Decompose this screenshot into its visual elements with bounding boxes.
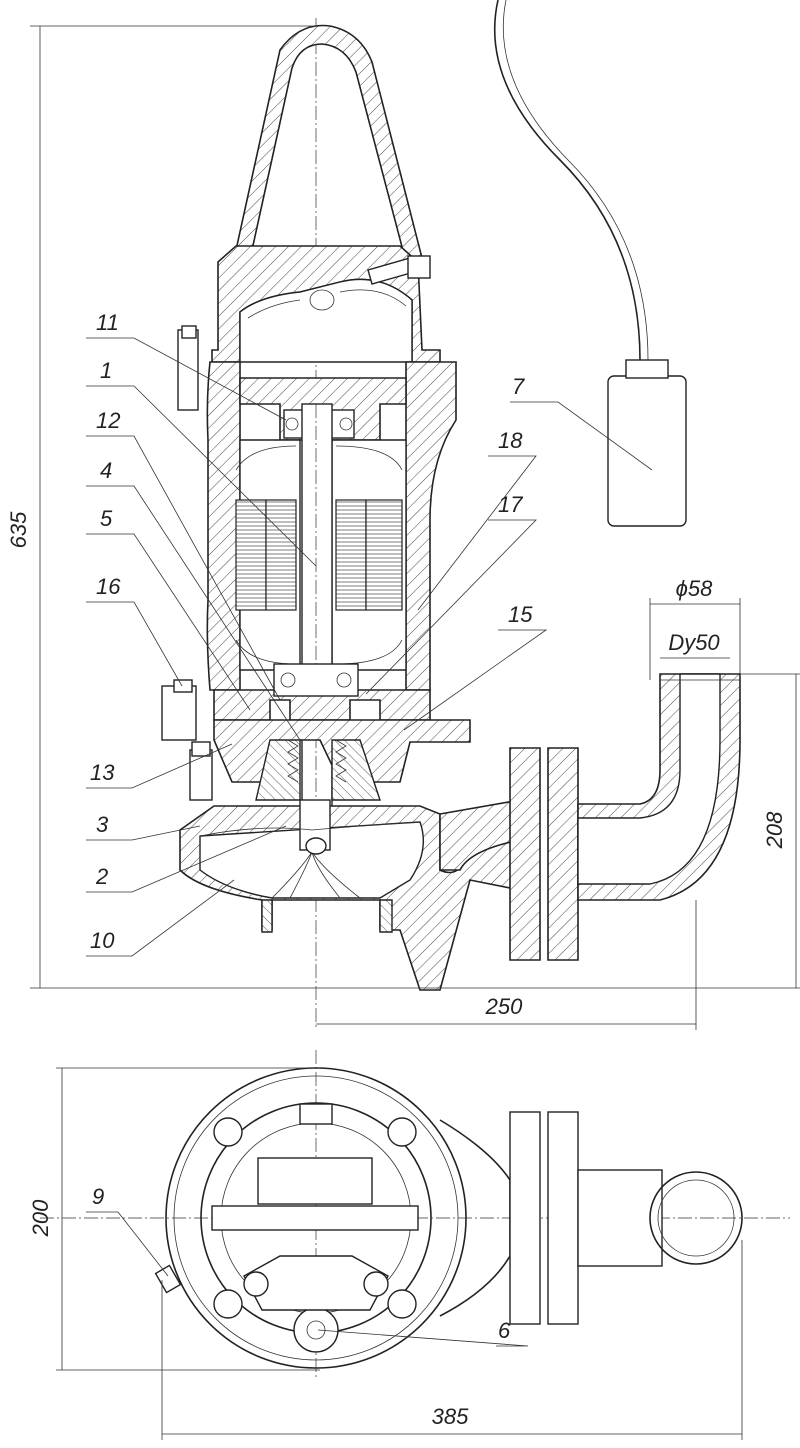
plan-cable-gland bbox=[299, 1103, 333, 1125]
part-label-2: 2 bbox=[95, 864, 108, 889]
outlet-bore bbox=[577, 673, 721, 885]
stator-windings bbox=[235, 439, 407, 671]
part-label-13: 13 bbox=[90, 760, 115, 785]
part-label-10: 10 bbox=[90, 928, 115, 953]
wear-ring-10 bbox=[261, 899, 393, 933]
cover-bolt-head bbox=[407, 255, 431, 279]
flange-bolt-16 bbox=[161, 685, 197, 741]
plan-mating-flange bbox=[547, 1111, 579, 1325]
plan-bolt-nw bbox=[213, 1117, 243, 1147]
part-label-16: 16 bbox=[96, 574, 121, 599]
lifting-handle bbox=[235, 24, 423, 263]
dim-outlet-outer-diameter: ϕ58 bbox=[676, 576, 713, 601]
part-label-9: 9 bbox=[92, 1184, 104, 1209]
plan-bolt-sw bbox=[213, 1289, 243, 1319]
part-label-7: 7 bbox=[512, 374, 525, 399]
part-label-18: 18 bbox=[498, 428, 523, 453]
part-label-1: 1 bbox=[100, 358, 112, 383]
elevation-section-view bbox=[161, 18, 741, 1030]
plan-bolt-se bbox=[387, 1289, 417, 1319]
part-label-5: 5 bbox=[100, 506, 113, 531]
plan-outlet-pipe bbox=[649, 1171, 743, 1265]
pump-discharge-flange bbox=[509, 747, 541, 961]
cap-boss bbox=[309, 289, 335, 311]
motor-cap-cavity bbox=[239, 278, 413, 363]
impeller-2 bbox=[199, 821, 424, 899]
part-label-11: 11 bbox=[96, 310, 119, 335]
dim-outlet-height: 208 bbox=[762, 811, 787, 849]
part-label-3: 3 bbox=[96, 812, 109, 837]
dim-outlet-offset: 250 bbox=[485, 994, 523, 1019]
lower-bearing-12 bbox=[273, 663, 359, 697]
flange-bolt-head bbox=[173, 679, 193, 693]
cap-rib bbox=[247, 289, 407, 319]
plan-pump-flange bbox=[509, 1111, 541, 1325]
motor-housing-right-wall bbox=[405, 361, 457, 691]
leader-lines bbox=[86, 337, 653, 1347]
dim-outlet-bore: Dy50 bbox=[668, 630, 720, 655]
plan-bolt-ne bbox=[387, 1117, 417, 1147]
part-label-4: 4 bbox=[100, 458, 112, 483]
cable-entry-6 bbox=[293, 1307, 339, 1353]
part-label-12: 12 bbox=[96, 408, 120, 433]
side-plug-9 bbox=[154, 1264, 182, 1294]
motor-housing-left-wall bbox=[206, 361, 241, 691]
mating-flange bbox=[547, 747, 579, 961]
dim-plan-depth: 200 bbox=[28, 1199, 53, 1237]
dim-overall-height: 635 bbox=[6, 511, 31, 548]
mechanical-seal-spring-4 bbox=[287, 739, 347, 783]
part-label-6: 6 bbox=[498, 1318, 511, 1343]
part-label-17: 17 bbox=[498, 492, 523, 517]
float-switch-cable bbox=[493, 0, 687, 527]
plan-view bbox=[40, 1050, 790, 1380]
dim-plan-width: 385 bbox=[432, 1404, 469, 1429]
part-label-15: 15 bbox=[508, 602, 533, 627]
plan-handle-bar bbox=[211, 1205, 419, 1231]
float-switch-7 bbox=[607, 375, 687, 527]
dimension-lines bbox=[30, 25, 800, 1440]
